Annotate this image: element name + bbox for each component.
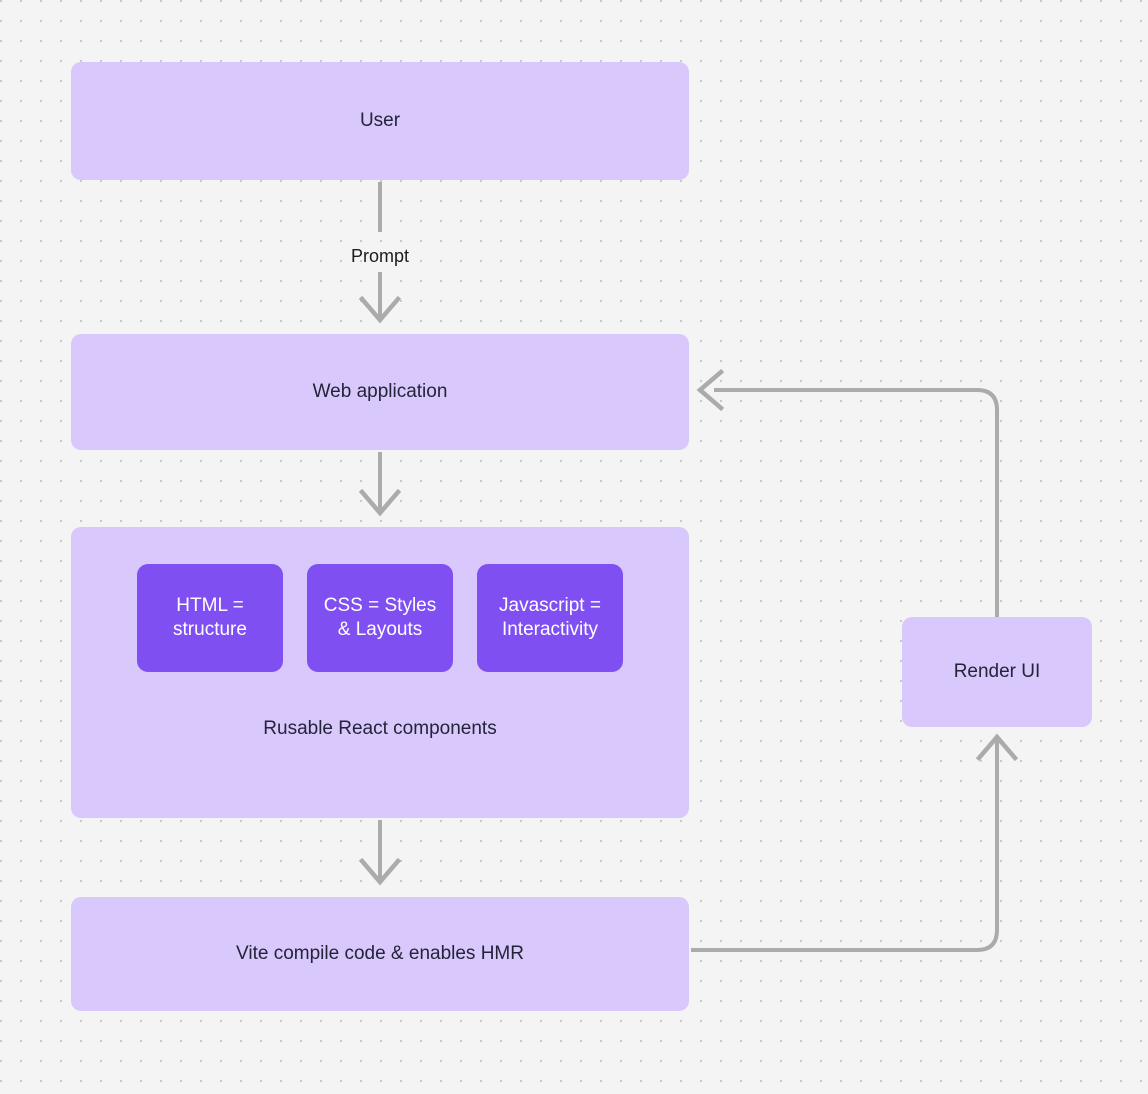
edge-vite-to-render	[691, 733, 1019, 952]
node-render-ui-label: Render UI	[953, 661, 1041, 683]
node-html[interactable]: HTML = structure	[137, 564, 283, 672]
edge-components-to-vite	[358, 820, 402, 886]
edge-webapp-to-components	[358, 452, 402, 517]
node-render-ui[interactable]: Render UI	[902, 617, 1092, 727]
node-react-components-caption: Rusable React components	[263, 718, 497, 739]
node-javascript[interactable]: Javascript = Interactivity	[477, 564, 623, 672]
node-css-label: CSS = Styles & Layouts	[323, 595, 437, 640]
node-vite-label: Vite compile code & enables HMR	[236, 943, 524, 965]
node-css[interactable]: CSS = Styles & Layouts	[307, 564, 453, 672]
node-html-label: HTML = structure	[173, 595, 247, 640]
node-vite[interactable]: Vite compile code & enables HMR	[71, 897, 689, 1011]
node-web-application[interactable]: Web application	[71, 334, 689, 450]
node-user[interactable]: User	[71, 62, 689, 180]
edge-label-prompt: Prompt	[350, 246, 410, 266]
node-web-application-label: Web application	[312, 381, 448, 403]
edge-render-to-webapp	[696, 368, 999, 617]
node-javascript-label: Javascript = Interactivity	[499, 595, 601, 640]
node-user-label: User	[359, 110, 401, 132]
